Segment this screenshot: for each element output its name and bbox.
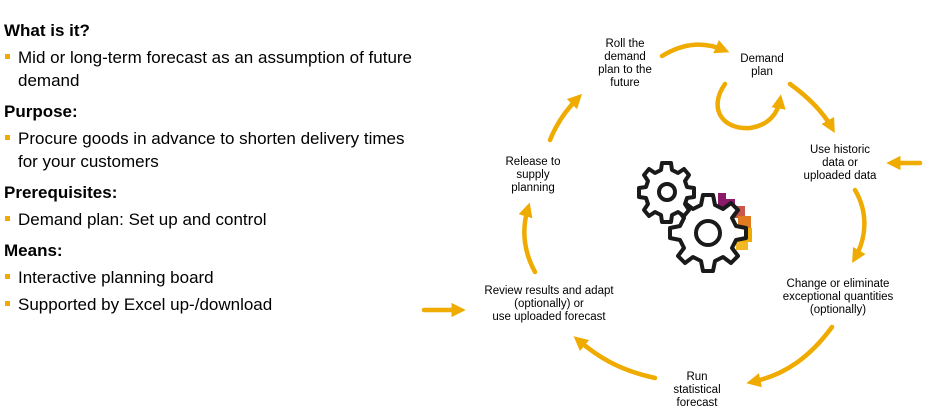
- step-run-forecast-line: statistical: [673, 384, 720, 396]
- step-run-forecast-line: forecast: [677, 397, 719, 409]
- bullet-prerequisites-1: Demand plan: Set up and control: [4, 208, 424, 231]
- arrow-roll-to-demand: [659, 40, 730, 59]
- heading-means: Means:: [4, 241, 63, 260]
- step-demand-plan-line: plan: [751, 66, 773, 78]
- step-release-supply-line: planning: [511, 182, 554, 194]
- step-review-results-line: Review results and adapt: [484, 285, 614, 297]
- bullet-what-1: Mid or long-term forecast as an assumpti…: [4, 46, 428, 92]
- description-panel: What is it? Mid or long-term forecast as…: [4, 20, 424, 325]
- heading-what: What is it?: [4, 21, 90, 40]
- heading-prerequisites: Prerequisites:: [4, 183, 118, 202]
- step-run-forecast-line: Run: [686, 371, 707, 383]
- step-change-eliminate-line: Change or eliminate: [787, 278, 890, 290]
- heading-purpose: Purpose:: [4, 102, 78, 121]
- step-release-supply-line: Release to: [506, 156, 561, 168]
- arrow-change-to-run: [746, 324, 835, 388]
- step-review-results-line: (optionally) or: [514, 298, 584, 310]
- step-release-supply-line: supply: [516, 169, 549, 181]
- arrow-demand-to-historic: [787, 81, 835, 134]
- step-roll-demand-plan-line: Roll the: [606, 38, 645, 50]
- step-roll-demand-plan-line: demand: [604, 51, 646, 63]
- step-change-eliminate-line: exceptional quantities: [783, 291, 894, 303]
- arrow-run-to-review: [573, 336, 658, 381]
- step-use-historic-data-line: uploaded data: [804, 170, 878, 182]
- section-what: What is it? Mid or long-term forecast as…: [4, 20, 424, 92]
- section-purpose: Purpose: Procure goods in advance to sho…: [4, 101, 424, 173]
- step-roll-demand-plan-line: future: [610, 77, 639, 89]
- gears-icon: [637, 161, 752, 273]
- step-change-eliminate-line: (optionally): [810, 304, 866, 316]
- arrow-review-to-release: [518, 202, 538, 275]
- bullet-means-2: Supported by Excel up-/download: [4, 293, 424, 316]
- step-use-historic-data-line: data or: [822, 157, 858, 169]
- arrow-demand-loop: [715, 81, 786, 131]
- step-use-historic-data-line: Use historic: [810, 144, 870, 156]
- bullet-means-1: Interactive planning board: [4, 266, 424, 289]
- arrow-release-to-roll: [547, 93, 583, 143]
- cycle-arrows: [421, 40, 923, 388]
- bullet-purpose-1: Procure goods in advance to shorten deli…: [4, 127, 418, 173]
- step-demand-plan-line: Demand: [740, 53, 783, 65]
- step-review-results-line: use uploaded forecast: [492, 311, 606, 323]
- arrow-historic-to-change: [852, 187, 867, 264]
- section-prerequisites: Prerequisites: Demand plan: Set up and c…: [4, 182, 424, 231]
- step-roll-demand-plan-line: plan to the: [598, 64, 652, 76]
- section-means: Means: Interactive planning board Suppor…: [4, 240, 424, 316]
